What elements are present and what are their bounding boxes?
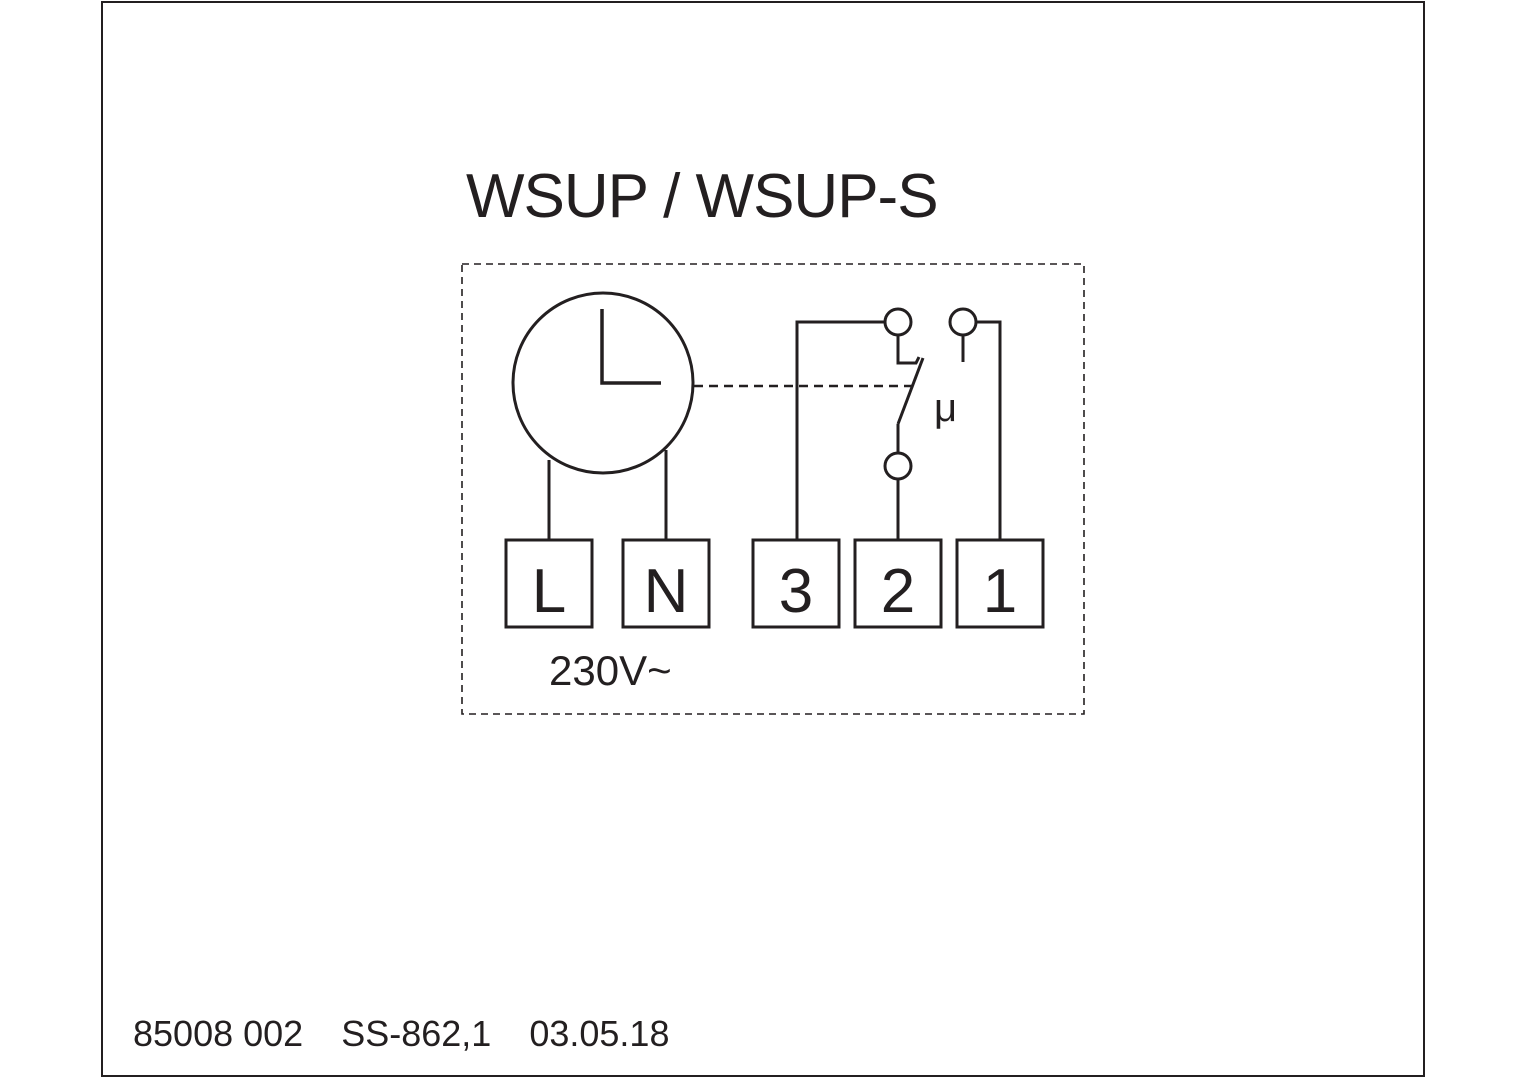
changeover-contact-icon xyxy=(795,307,1002,540)
terminal-1-label: 1 xyxy=(983,557,1017,626)
terminal-3-label: 3 xyxy=(779,557,813,626)
terminal-1: 1 xyxy=(955,538,1045,629)
clock-motor-icon xyxy=(511,291,695,475)
terminal-L-label: L xyxy=(532,557,566,626)
terminal-N: N xyxy=(621,538,711,629)
terminal-2-label: 2 xyxy=(881,557,915,626)
terminal-3: 3 xyxy=(751,538,841,629)
supply-voltage-label: 230V~ xyxy=(549,647,672,694)
contact-symbol: μ xyxy=(934,386,957,430)
terminal-L: L xyxy=(504,538,594,629)
device-enclosure xyxy=(461,263,1085,715)
terminal-N-label: N xyxy=(644,557,689,626)
part-number: 85008 002 xyxy=(133,1013,304,1054)
drawing-frame xyxy=(101,1,1425,1077)
issue-date: 03.05.18 xyxy=(529,1013,670,1054)
footer: 85008 002 SS-862,1 03.05.18 xyxy=(133,1016,697,1052)
reference-code: SS-862,1 xyxy=(341,1013,492,1054)
diagram-title: WSUP / WSUP-S xyxy=(466,162,939,231)
terminal-2: 2 xyxy=(853,538,943,629)
